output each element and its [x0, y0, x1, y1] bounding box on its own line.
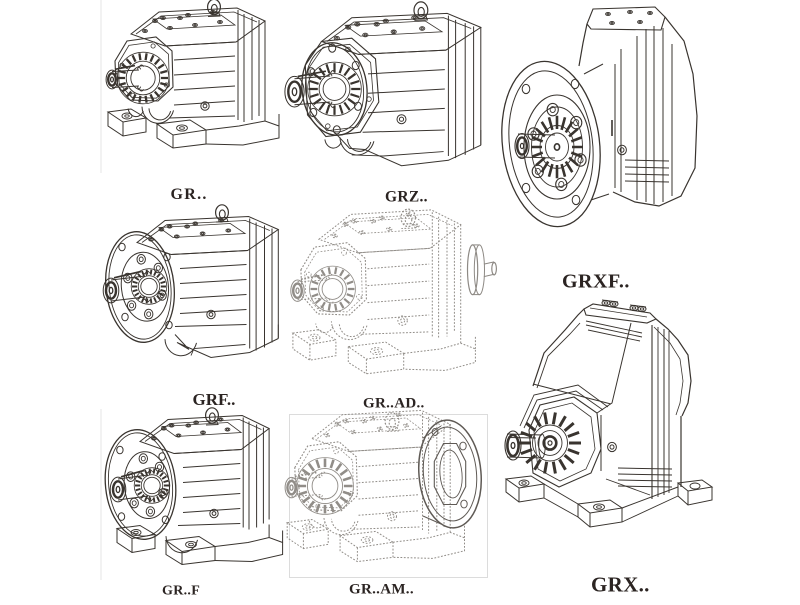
svg-text:GR..AD..: GR..AD..	[363, 396, 425, 412]
svg-text:GR..F: GR..F	[162, 584, 200, 599]
svg-text:GRZ..: GRZ..	[385, 189, 428, 206]
svg-text:GRX..: GRX..	[591, 573, 650, 597]
svg-text:GR..: GR..	[171, 186, 208, 203]
svg-text:GRF..: GRF..	[193, 390, 236, 409]
svg-text:GRXF..: GRXF..	[562, 271, 630, 293]
svg-text:GR..AM..: GR..AM..	[349, 582, 414, 598]
